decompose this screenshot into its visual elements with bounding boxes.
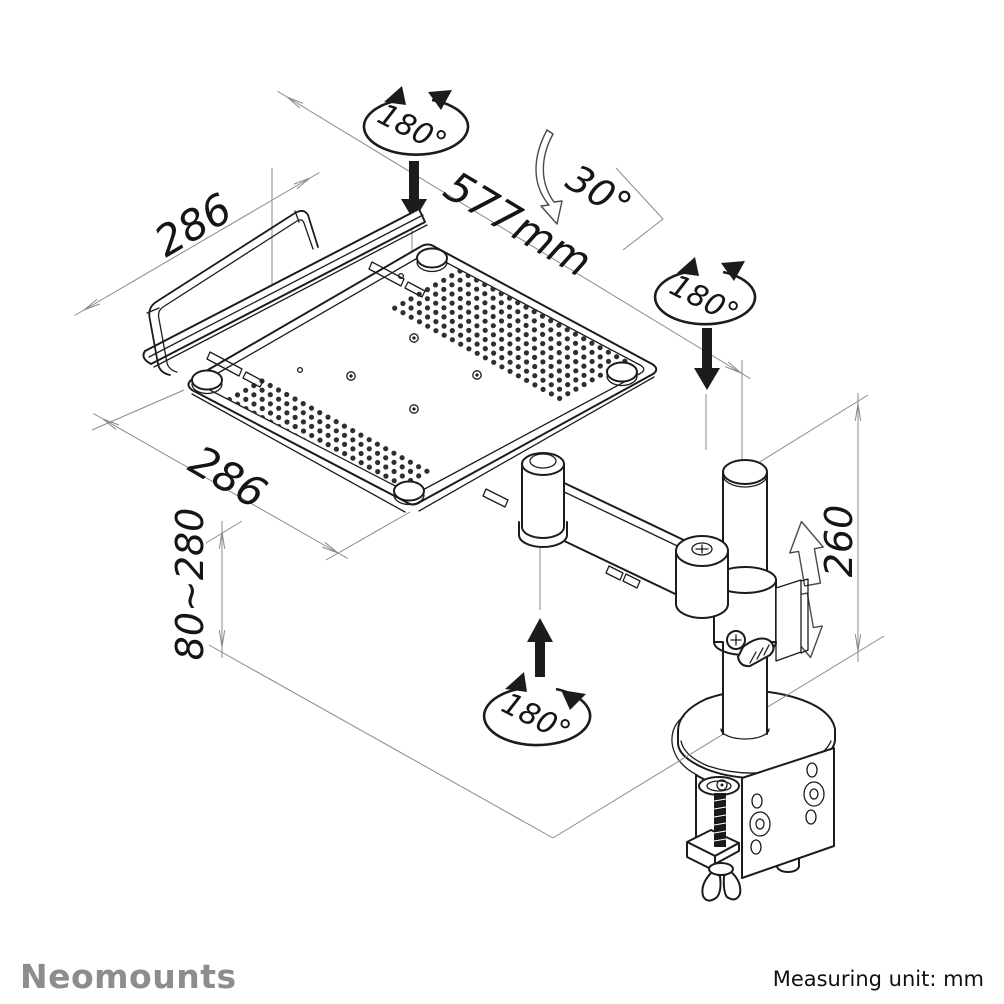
- vent-holes-band-upper: [392, 268, 628, 401]
- elbow-joint: [675, 535, 729, 619]
- clamp-body-face: [741, 747, 835, 879]
- rotation-arrowhead: [721, 261, 745, 281]
- tray-feet: [191, 247, 638, 506]
- tray-edge-tab: [482, 488, 509, 508]
- support-arm: [557, 479, 691, 602]
- up-arrow-icon: [527, 618, 553, 677]
- pole-collar: [713, 566, 809, 675]
- pole-upper: [722, 471, 768, 583]
- dim-label: 286: [146, 184, 240, 267]
- down-arrow-icon: [401, 161, 427, 221]
- rotation-arrowhead: [505, 672, 527, 692]
- tray-handle: [146, 210, 319, 376]
- dim-pole-height: 260: [749, 393, 869, 662]
- clamp-top-plate: [677, 690, 836, 779]
- pole: [722, 459, 768, 583]
- laptop-tray: [142, 208, 658, 513]
- dim-height-range: 80~280: [168, 508, 243, 661]
- desk-clamp: [671, 690, 836, 902]
- tray-slots: [206, 261, 426, 388]
- rotation-arrowhead: [677, 257, 699, 276]
- clamp-screw: [698, 776, 742, 902]
- rotation-indicator-bottom: 180°: [482, 548, 592, 750]
- brand-logo: Neomounts: [20, 957, 237, 996]
- desk-surface-line-left: [208, 644, 554, 839]
- dim-label: 260: [817, 505, 861, 578]
- rotation-arrowhead: [428, 90, 452, 110]
- desk-surface-line-right: [552, 635, 885, 839]
- down-arrow-icon: [694, 328, 720, 390]
- dim-label: 286: [181, 436, 275, 519]
- clamp-face-holes: [749, 762, 825, 855]
- rotation-arrowhead: [384, 86, 406, 105]
- tilt-arrow-icon: [535, 129, 563, 225]
- dim-tray-depth: 286: [91, 389, 411, 561]
- collar-plate: [775, 579, 802, 662]
- tray-screw-holes: [346, 333, 482, 414]
- dim-label: 80~280: [168, 508, 212, 661]
- tension-lever: [726, 630, 775, 668]
- measuring-unit-note: Measuring unit: mm: [773, 967, 984, 991]
- tray-front-rail: [142, 208, 428, 368]
- wing-nut: [701, 862, 742, 902]
- height-up-arrow-icon: [789, 520, 824, 587]
- rotation-indicator-right: 180°: [653, 257, 757, 450]
- tilt-angle-label: 30°: [559, 156, 639, 228]
- rotation-arrowhead: [561, 690, 586, 710]
- tray-mount-joint: [518, 452, 568, 548]
- pole-lower: [720, 671, 770, 740]
